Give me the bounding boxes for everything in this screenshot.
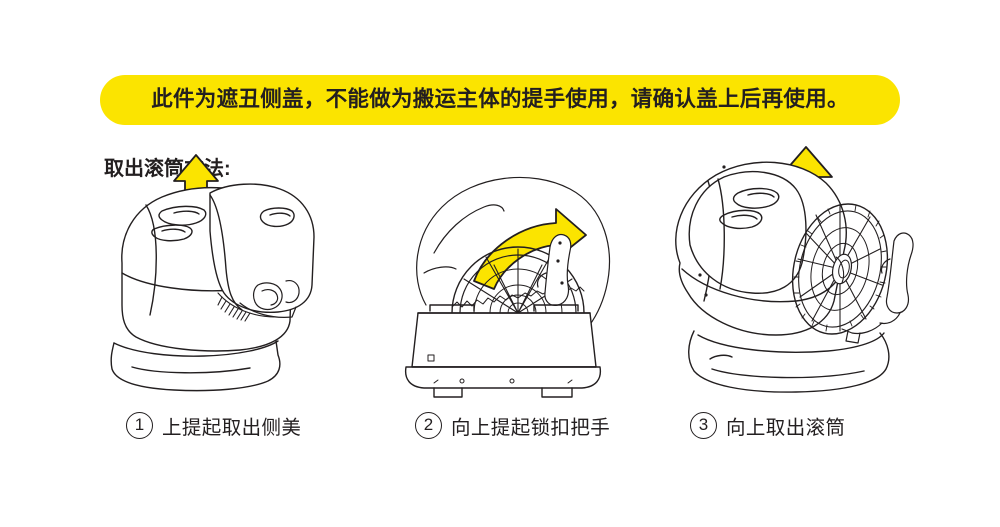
appliance-tub bbox=[404, 304, 602, 398]
lid-controls bbox=[719, 187, 780, 230]
step-number-badge: 3 bbox=[690, 411, 717, 439]
illustration-step-3 bbox=[660, 145, 960, 405]
warning-banner-text: 此件为遮丑侧盖，不能做为搬运主体的提手使用，请确认盖上后再使用。 bbox=[151, 87, 849, 112]
drum-wheel bbox=[791, 202, 889, 335]
warning-banner: 此件为遮丑侧盖，不能做为搬运主体的提手使用，请确认盖上后再使用。 bbox=[100, 75, 900, 125]
illustration-step-2 bbox=[390, 145, 690, 405]
drum-wheel bbox=[451, 246, 585, 314]
appliance-base bbox=[688, 330, 890, 393]
step-number-badge: 2 bbox=[415, 411, 442, 439]
latch-handle bbox=[536, 233, 572, 306]
latch-hook bbox=[239, 280, 300, 318]
curved-arrow-icon bbox=[473, 208, 587, 290]
drum-fins bbox=[217, 292, 277, 322]
caption-step-2: 2 向上提起锁扣把手 bbox=[415, 405, 610, 445]
lid-controls bbox=[151, 205, 207, 242]
illustration-step-1 bbox=[100, 145, 400, 405]
caption-label: 上提起取出侧美 bbox=[162, 416, 302, 439]
step-captions: 1 上提起取出侧美 2 向上提起锁扣把手 3 向上取出滚筒 bbox=[0, 405, 1000, 450]
appliance-base bbox=[110, 340, 281, 392]
caption-label: 向上取出滚筒 bbox=[726, 416, 846, 439]
latch-handle bbox=[841, 232, 914, 344]
lid-panel bbox=[688, 165, 807, 297]
appliance-shell-outline bbox=[416, 176, 610, 358]
step-number-badge: 1 bbox=[126, 411, 153, 439]
caption-step-1: 1 上提起取出侧美 bbox=[126, 405, 301, 445]
caption-label: 向上提起锁扣把手 bbox=[451, 416, 611, 439]
caption-step-3: 3 向上取出滚筒 bbox=[690, 405, 845, 445]
illustration-panels bbox=[0, 145, 1000, 405]
